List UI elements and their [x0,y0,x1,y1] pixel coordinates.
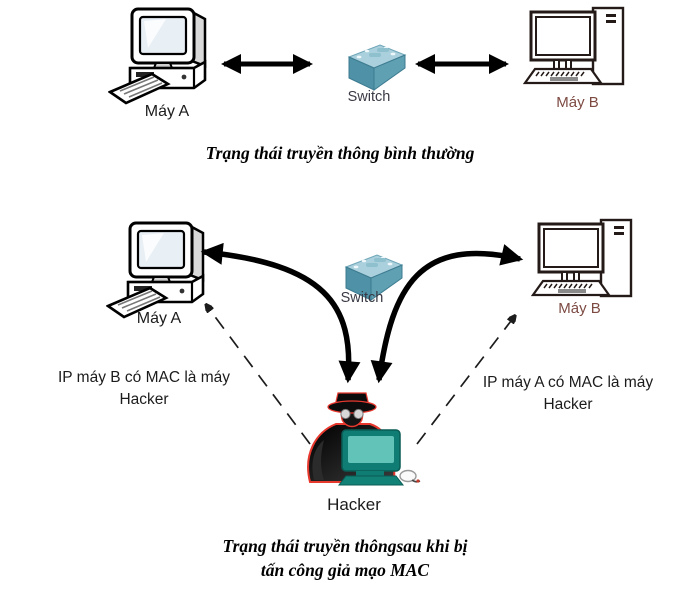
computer-b-icon-bottom [531,218,636,306]
computer-a-icon [108,6,226,106]
bottom-caption-line2: tấn công giả mạo MAC [260,560,430,580]
computer-b-label-top: Máy B [556,94,599,111]
bottom-caption-line1: Trạng thái truyền thôngsau khi bị [222,536,468,556]
curved-arrow-hacker-a [200,242,361,384]
bottom-caption: Trạng thái truyền thôngsau khi bị tấn cô… [145,534,545,582]
computer-b-label-bottom: Máy B [558,300,601,317]
top-caption: Trạng thái truyền thông bình thường [205,143,475,163]
computer-a-icon-bottom [106,220,224,320]
left-annotation: IP máy B có MAC là máy Hacker [24,367,264,411]
right-annotation-line1: IP máy A có MAC là máy [482,374,654,391]
right-annotation-line2: Hacker [543,396,593,413]
hacker-label: Hacker [327,495,381,514]
right-annotation: IP máy A có MAC là máy Hacker [458,372,677,416]
left-annotation-line2: Hacker [119,391,169,408]
left-annotation-line1: IP máy B có MAC là máy [58,369,230,386]
switch-icon-top [331,42,407,92]
switch-label-top: Switch [347,89,391,105]
computer-b-icon [523,6,628,94]
hacker-icon [300,392,425,488]
computer-a-label-bottom: Máy A [136,310,182,327]
switch-label-bottom: Switch [340,290,384,306]
computer-a-label-top: Máy A [144,103,190,120]
